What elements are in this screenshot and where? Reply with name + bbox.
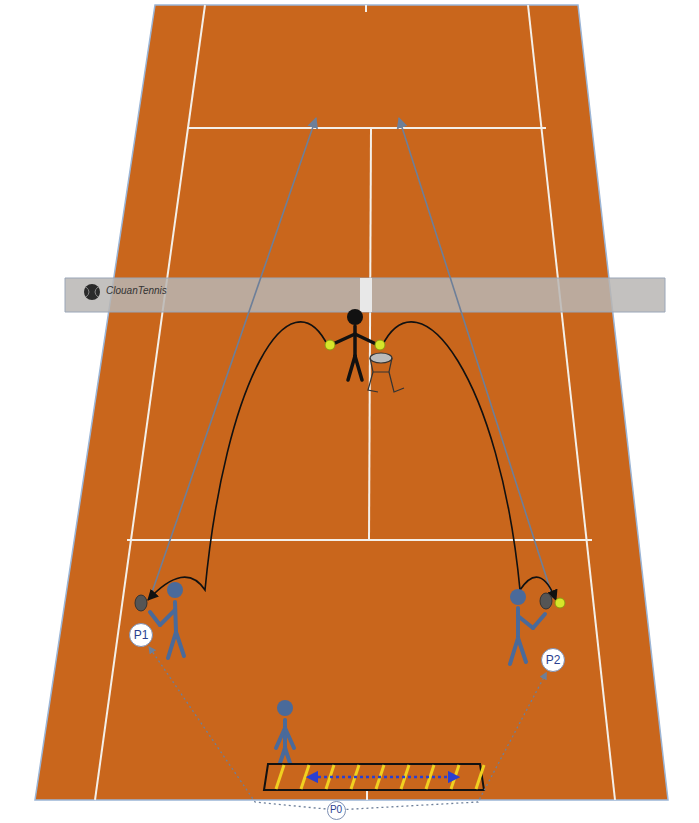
player-head — [167, 582, 183, 598]
tennis-ball — [375, 340, 385, 350]
player-label: P0 — [330, 805, 342, 815]
logo-seam — [86, 287, 98, 297]
player-label: P1 — [134, 629, 149, 641]
coach-figure — [333, 326, 376, 380]
movement-arrow — [346, 672, 546, 809]
shot-arrow — [399, 118, 553, 598]
player-head — [277, 700, 293, 716]
shot-arrow — [150, 118, 316, 598]
player-label: P2 — [546, 654, 561, 666]
net — [65, 278, 665, 312]
player-figure — [510, 608, 545, 664]
player-marker: P2 — [541, 648, 565, 672]
agility-ladder — [264, 764, 484, 790]
player-head — [510, 589, 526, 605]
net-logo-text: ClouanTennis — [106, 285, 167, 296]
tennis-ball — [555, 598, 565, 608]
coach-head — [347, 309, 363, 325]
player-marker: P0 — [327, 801, 346, 820]
movement-arrow — [149, 647, 326, 809]
feed-arc — [148, 322, 328, 600]
tennis-ball — [325, 340, 335, 350]
court-surface — [35, 5, 668, 800]
net-strap — [360, 278, 372, 312]
ball-basket — [368, 353, 404, 392]
feed-arc — [382, 322, 556, 600]
racquet — [135, 595, 147, 611]
player-marker: P1 — [129, 623, 153, 647]
racquet — [540, 593, 552, 609]
logo-ball — [84, 284, 100, 300]
player-figure — [150, 602, 184, 658]
court-lines — [95, 5, 615, 800]
